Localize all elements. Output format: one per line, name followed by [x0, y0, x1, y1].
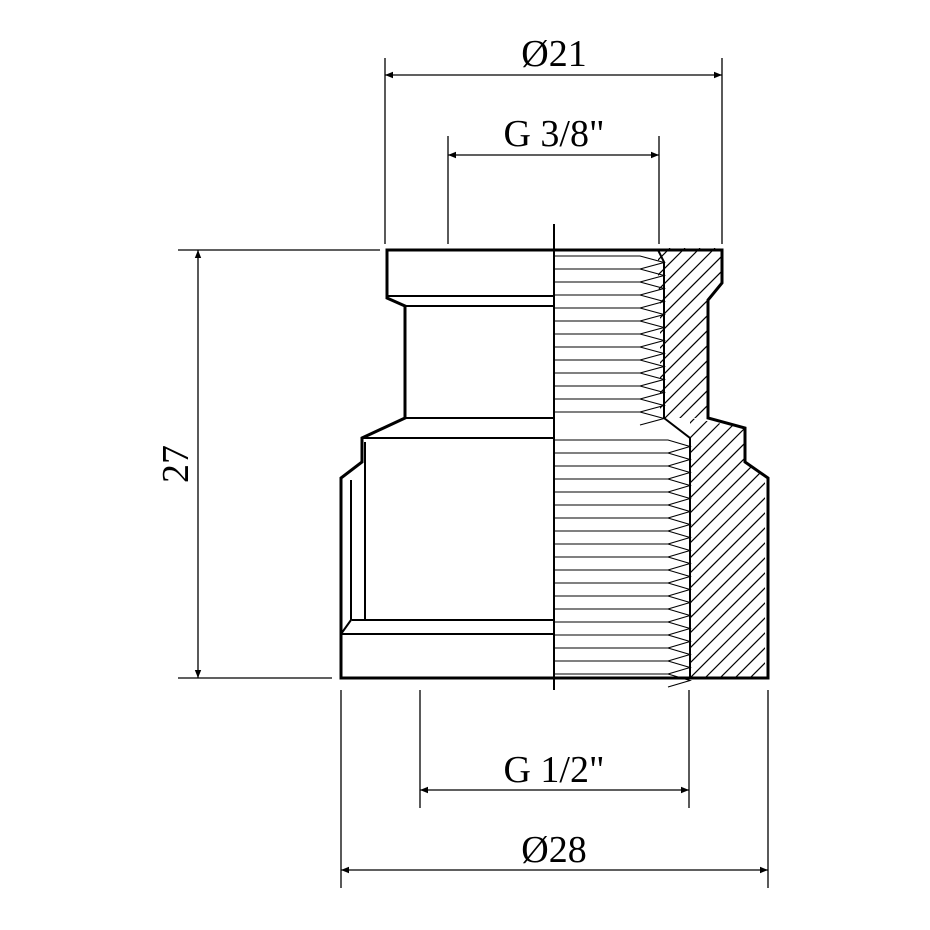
hatch-line [768, 248, 930, 420]
hatch-line [662, 248, 722, 418]
hatch-line [690, 418, 765, 678]
hatch-line [690, 418, 765, 678]
hatch-line [723, 248, 895, 420]
hatch-line [658, 248, 701, 418]
thread-tooth [554, 556, 692, 571]
hatch-line [823, 418, 930, 680]
hatch-line [813, 248, 930, 420]
hatch-line [690, 418, 765, 678]
section-view [418, 248, 930, 688]
hatch-line [793, 418, 930, 680]
hatch-line [707, 248, 722, 418]
thread-tooth [554, 621, 692, 636]
hatch-line [658, 248, 722, 418]
thread-tooth [554, 517, 692, 532]
hatch-line [853, 418, 930, 680]
hatch-line [690, 418, 696, 678]
thread-tooth [554, 504, 692, 519]
top-thread-label: G 3/8" [503, 113, 604, 155]
hatch-line [690, 418, 741, 678]
extension-lines [178, 58, 769, 888]
hatch-line [690, 418, 765, 678]
hatch-line [913, 418, 930, 680]
thread-tooth [554, 307, 667, 322]
hatch-line [753, 248, 925, 420]
thread-tooth [554, 411, 667, 426]
thread-tooth [554, 478, 692, 493]
hatch-line [873, 248, 930, 420]
thread-tooth [554, 647, 692, 662]
hatch-line [690, 418, 765, 678]
outer-diameter-bottom-label: Ø28 [521, 829, 586, 871]
thread-tooth [554, 398, 667, 413]
thread-tooth [554, 491, 692, 506]
hatch-line [798, 248, 930, 420]
thread-tooth [554, 465, 692, 480]
hatch-line [747, 418, 765, 678]
hatch-line [690, 418, 711, 678]
hatch-line [808, 418, 930, 680]
thread-tooth [554, 372, 667, 387]
hatch-line [883, 418, 930, 680]
height-label: 27 [155, 445, 197, 483]
thread-tooth [554, 543, 692, 558]
hatch-line [690, 418, 756, 678]
thread-tooth [554, 281, 667, 296]
hatch-line [762, 418, 765, 678]
hatch-line [658, 248, 722, 418]
outer-diameter-top-label: Ø21 [521, 33, 586, 75]
hatch-line [738, 248, 910, 420]
hatch-line [690, 418, 765, 678]
thread-tooth [554, 660, 692, 675]
hatch-line [690, 418, 765, 678]
bottom-thread-label: G 1/2" [503, 749, 604, 791]
thread-tooth [554, 608, 692, 623]
thread-tooth [554, 359, 667, 374]
hatch-line [717, 418, 765, 678]
hatch-line [658, 248, 722, 418]
thread-tooth [554, 385, 667, 400]
thread-tooth [554, 268, 667, 283]
thread-tooth [554, 595, 692, 610]
exterior-view [339, 248, 554, 680]
thread-tooth [554, 530, 692, 545]
hatch-line [838, 418, 930, 680]
hatch-line [732, 418, 765, 678]
hatch-line [783, 248, 930, 420]
hatch-line [888, 248, 930, 420]
hatch-line [868, 418, 930, 680]
thread-tooth [554, 569, 692, 584]
hatch-line [702, 418, 765, 678]
thread-tooth [554, 333, 667, 348]
hatch-line [690, 418, 765, 678]
thread-tooth [554, 320, 667, 335]
hatch-line [690, 418, 765, 678]
hatch-line [858, 248, 930, 420]
hatch-line [898, 418, 930, 680]
thread-tooth [554, 255, 667, 270]
thread-tooth [554, 673, 692, 688]
hatch-line [658, 248, 722, 418]
thread-tooth [554, 294, 667, 309]
hatch-line [658, 248, 716, 418]
hatch-line [843, 248, 930, 420]
thread-tooth [554, 582, 692, 597]
hatch-line [778, 418, 930, 680]
thread-tooth [554, 452, 692, 467]
dimension-lines [194, 71, 768, 874]
thread-tooth [554, 346, 667, 361]
thread-tooth [554, 634, 692, 649]
thread-tooth [554, 439, 692, 454]
hatch-line [658, 248, 722, 418]
hatch-line [690, 418, 765, 678]
hatch-line [828, 248, 930, 420]
hatch-line [418, 418, 680, 680]
hatch-line [690, 418, 765, 678]
